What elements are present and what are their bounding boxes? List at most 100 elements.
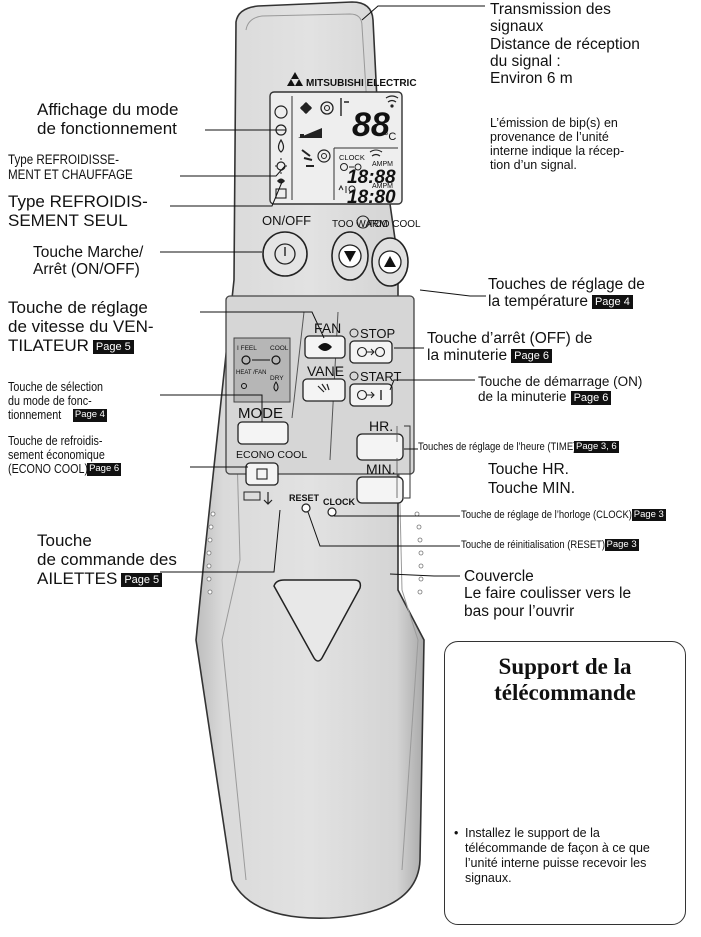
heat-fan-icon-label: HEAT /FAN bbox=[236, 370, 266, 376]
holder-title: Support de la télécommande bbox=[494, 654, 636, 706]
grip-dots bbox=[206, 511, 424, 595]
on-off-callout: Touche Marche/ Arrêt (ON/OFF) bbox=[33, 244, 144, 279]
holder-box: Support de la télécommande • Installez l… bbox=[444, 641, 686, 925]
fan-mode-icon bbox=[277, 178, 285, 184]
fan-label: FAN bbox=[314, 320, 341, 336]
econo-cool-button[interactable] bbox=[245, 462, 279, 486]
temperature-unit: °C bbox=[384, 131, 396, 143]
lcd-time-bottom: 18:80 bbox=[347, 187, 396, 208]
hr-label: HR. bbox=[369, 418, 393, 434]
timer-on-lcd-icon bbox=[338, 184, 347, 193]
clock-label: CLOCK bbox=[323, 497, 355, 507]
beep-note: L’émission de bip(s) en provenance de l’… bbox=[490, 116, 625, 172]
battery-icon bbox=[243, 491, 261, 501]
heat-icon bbox=[241, 383, 247, 389]
fan-icon bbox=[318, 343, 332, 351]
econo-mode-icon bbox=[275, 188, 287, 199]
on-off-button[interactable]: ON/OFF bbox=[262, 213, 311, 277]
time-set-callout: Touches de réglage de l’heure (TIME)Page… bbox=[418, 441, 619, 454]
vane-icon bbox=[317, 383, 330, 393]
lcd-ampm-top: AMPM bbox=[372, 161, 393, 168]
vane-position-icon bbox=[301, 149, 314, 167]
temp-up-button[interactable] bbox=[371, 237, 409, 287]
timer-off-button[interactable] bbox=[349, 340, 393, 364]
cover-arrow-icon bbox=[263, 492, 273, 505]
cool-icon-label: COOL bbox=[270, 345, 289, 352]
holder-note: • Installez le support de la télécommand… bbox=[454, 826, 650, 885]
fan-button[interactable] bbox=[304, 335, 346, 359]
econo-callout: Touche de refroidis- sement économique (… bbox=[8, 434, 122, 476]
mode-panel bbox=[233, 337, 291, 403]
too-warm-label: TOO WARM bbox=[332, 219, 388, 230]
too-cool-label: TOO COOL bbox=[368, 219, 421, 230]
page-badge[interactable]: Page 6 bbox=[511, 349, 552, 364]
lcd-ampm-bottom: AMPM bbox=[372, 183, 393, 190]
bullet-icon: • bbox=[454, 826, 459, 840]
vane-button[interactable] bbox=[302, 378, 346, 402]
brand-logo: MITSUBISHI ELECTRIC bbox=[287, 72, 417, 89]
stop-label: STOP bbox=[360, 326, 395, 341]
transmission-callout: Transmission des signaux Distance de réc… bbox=[490, 1, 640, 88]
fan-speed-callout: Touche de réglage de vitesse du VEN- TIL… bbox=[8, 298, 154, 356]
lcd-display: 88 °C CLOCK AMPM 18:88 AMPM 18:80 bbox=[269, 91, 403, 208]
page-badge[interactable]: Page 4 bbox=[72, 409, 107, 422]
brand-name: MITSUBISHI ELECTRIC bbox=[306, 78, 417, 89]
clock-button[interactable] bbox=[327, 507, 337, 517]
arrow-up-icon bbox=[384, 256, 396, 267]
cover-callout: Couvercle Le faire coulisser vers le bas… bbox=[464, 568, 632, 620]
cool-only-type-callout: Type REFROIDIS- SEMENT SEUL bbox=[8, 192, 148, 231]
auto-icon bbox=[241, 355, 251, 365]
i-feel-icon bbox=[356, 215, 370, 229]
hr-key-callout: Touche HR. bbox=[488, 461, 569, 478]
on-off-label: ON/OFF bbox=[262, 213, 311, 228]
start-label: START bbox=[360, 369, 401, 384]
page-badge[interactable]: Page 3 bbox=[631, 509, 666, 522]
mode-select-callout: Touche de sélection du mode de fonc- tio… bbox=[8, 380, 107, 422]
timer-on-callout: Touche de démarrage (ON) de la minuterie… bbox=[478, 374, 643, 405]
page-badge[interactable]: Page 6 bbox=[87, 463, 122, 476]
min-key-callout: Touche MIN. bbox=[488, 480, 576, 497]
cool-heat-type-callout: Type REFROIDISSE- MENT ET CHAUFFAGE bbox=[8, 152, 133, 183]
snowflake-icon bbox=[271, 355, 281, 365]
mode-button[interactable] bbox=[237, 421, 289, 445]
page-badge[interactable]: Page 5 bbox=[92, 339, 134, 354]
lcd-time-top: 18:88 bbox=[347, 167, 396, 188]
clock-key-callout: Touche de réglage de l’horloge (CLOCK)Pa… bbox=[461, 509, 666, 522]
beep-icon bbox=[369, 149, 383, 157]
min-label: MIN. bbox=[366, 461, 396, 477]
reset-button[interactable] bbox=[301, 503, 311, 513]
lcd-clock-label: CLOCK bbox=[339, 153, 365, 162]
timer-on-button[interactable] bbox=[349, 383, 393, 407]
page-badge[interactable]: Page 3, 6 bbox=[574, 441, 619, 454]
power-icon bbox=[274, 243, 296, 265]
mode-display-callout: Affichage du mode de fonctionnement bbox=[37, 100, 179, 139]
start-clock-icon bbox=[349, 371, 359, 381]
temp-down-button[interactable] bbox=[331, 231, 369, 281]
stop-clock-icon bbox=[349, 328, 359, 338]
swirl-icon bbox=[320, 101, 334, 115]
page-badge[interactable]: Page 3 bbox=[604, 539, 639, 552]
page-badge[interactable]: Page 6 bbox=[570, 390, 612, 405]
min-button[interactable] bbox=[356, 476, 404, 504]
cover-slide-triangle[interactable] bbox=[273, 579, 362, 662]
page-badge[interactable]: Page 5 bbox=[121, 572, 163, 587]
reset-label: RESET bbox=[289, 493, 320, 503]
econo-cool-label: ECONO COOL bbox=[236, 449, 307, 461]
hr-button[interactable] bbox=[356, 433, 404, 461]
transmit-icon bbox=[385, 95, 399, 103]
econo-icon bbox=[256, 468, 268, 480]
page-badge[interactable]: Page 4 bbox=[591, 295, 633, 310]
auto-mode-icon bbox=[274, 105, 288, 119]
vane-label: VANE bbox=[307, 363, 344, 379]
fan-speed-bars bbox=[298, 128, 322, 138]
dry-icon bbox=[273, 381, 279, 392]
leader-lines bbox=[160, 5, 486, 577]
dry-mode-icon bbox=[277, 138, 285, 153]
timer-off-lcd-icon bbox=[340, 163, 348, 171]
reset-key-callout: Touche de réinitialisation (RESET)Page 3 bbox=[461, 539, 639, 552]
temperature-digits: 88 bbox=[352, 106, 390, 144]
